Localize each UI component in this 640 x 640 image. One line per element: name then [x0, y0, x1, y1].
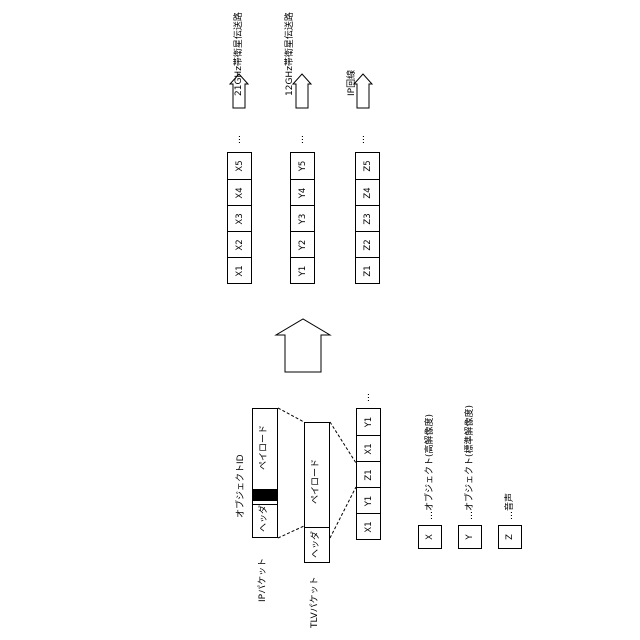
- stream-cell-x1-top: X1: [356, 435, 381, 462]
- row1-cell-x4: X4: [227, 179, 252, 206]
- row3-cell-z5: Z5: [355, 152, 380, 180]
- tlv-packet-header-label: ヘッダ: [311, 531, 321, 558]
- row2-cell-y3: Y3: [290, 205, 315, 232]
- channel-label-ip: IP回線: [347, 70, 357, 96]
- object-id-label: オブジェクトID: [236, 454, 246, 518]
- row2-cell-y5: Y5: [290, 152, 315, 180]
- row1-ellipsis: …: [233, 135, 243, 144]
- ip-packet-label: IPパケット: [258, 558, 268, 602]
- tlv-packet-payload-label: ペイロード: [311, 459, 321, 504]
- object-id-field: [253, 489, 277, 501]
- legend-symbol-x: X: [418, 525, 442, 549]
- row1-cell-x3: X3: [227, 205, 252, 232]
- row2-ellipsis: …: [296, 135, 306, 144]
- stream-ellipsis: …: [362, 393, 372, 402]
- row2-cell-y2: Y2: [290, 231, 315, 258]
- ip-packet-payload-label: ペイロード: [259, 425, 269, 470]
- row1-cell-x5: X5: [227, 152, 252, 180]
- row2-cell-y4: Y4: [290, 179, 315, 206]
- channel-label-21ghz: 21GHz帯衛星伝送路: [234, 12, 244, 96]
- dashed-line-tlv-top: [330, 422, 356, 463]
- row3-cell-z2: Z2: [355, 231, 380, 258]
- row1-cell-x1: X1: [227, 257, 252, 284]
- arrow-up-large: [276, 319, 330, 372]
- legend-symbol-y: Y: [458, 525, 482, 549]
- row2-cell-y1: Y1: [290, 257, 315, 284]
- dashed-line-ip-bottom: [278, 526, 304, 538]
- legend-text-z: …音声: [505, 493, 515, 520]
- arrow-up-12ghz: [293, 74, 311, 108]
- row1-cell-x2: X2: [227, 231, 252, 258]
- tlv-packet-divider: [305, 527, 329, 528]
- legend-symbol-z: Z: [498, 525, 522, 549]
- stream-cell-y1: Y1: [356, 487, 381, 514]
- stream-cell-x1: X1: [356, 513, 381, 540]
- row3-cell-z3: Z3: [355, 205, 380, 232]
- row3-ellipsis: …: [357, 135, 367, 144]
- tlv-packet-label: TLVパケット: [310, 576, 320, 628]
- legend-text-x: …オブジェクト(高解像度): [425, 414, 435, 520]
- ip-packet-header-label: ヘッダ: [259, 505, 269, 532]
- row3-cell-z1: Z1: [355, 257, 380, 284]
- stream-cell-z1: Z1: [356, 461, 381, 488]
- legend-text-y: …オブジェクト(標準解像度): [465, 405, 475, 520]
- row3-cell-z4: Z4: [355, 179, 380, 206]
- stream-cell-y1-top: Y1: [356, 408, 381, 436]
- dashed-line-tlv-bottom: [330, 487, 356, 538]
- channel-label-12ghz: 12GHz帯衛星伝送路: [285, 12, 295, 96]
- dashed-line-ip-top: [278, 408, 304, 422]
